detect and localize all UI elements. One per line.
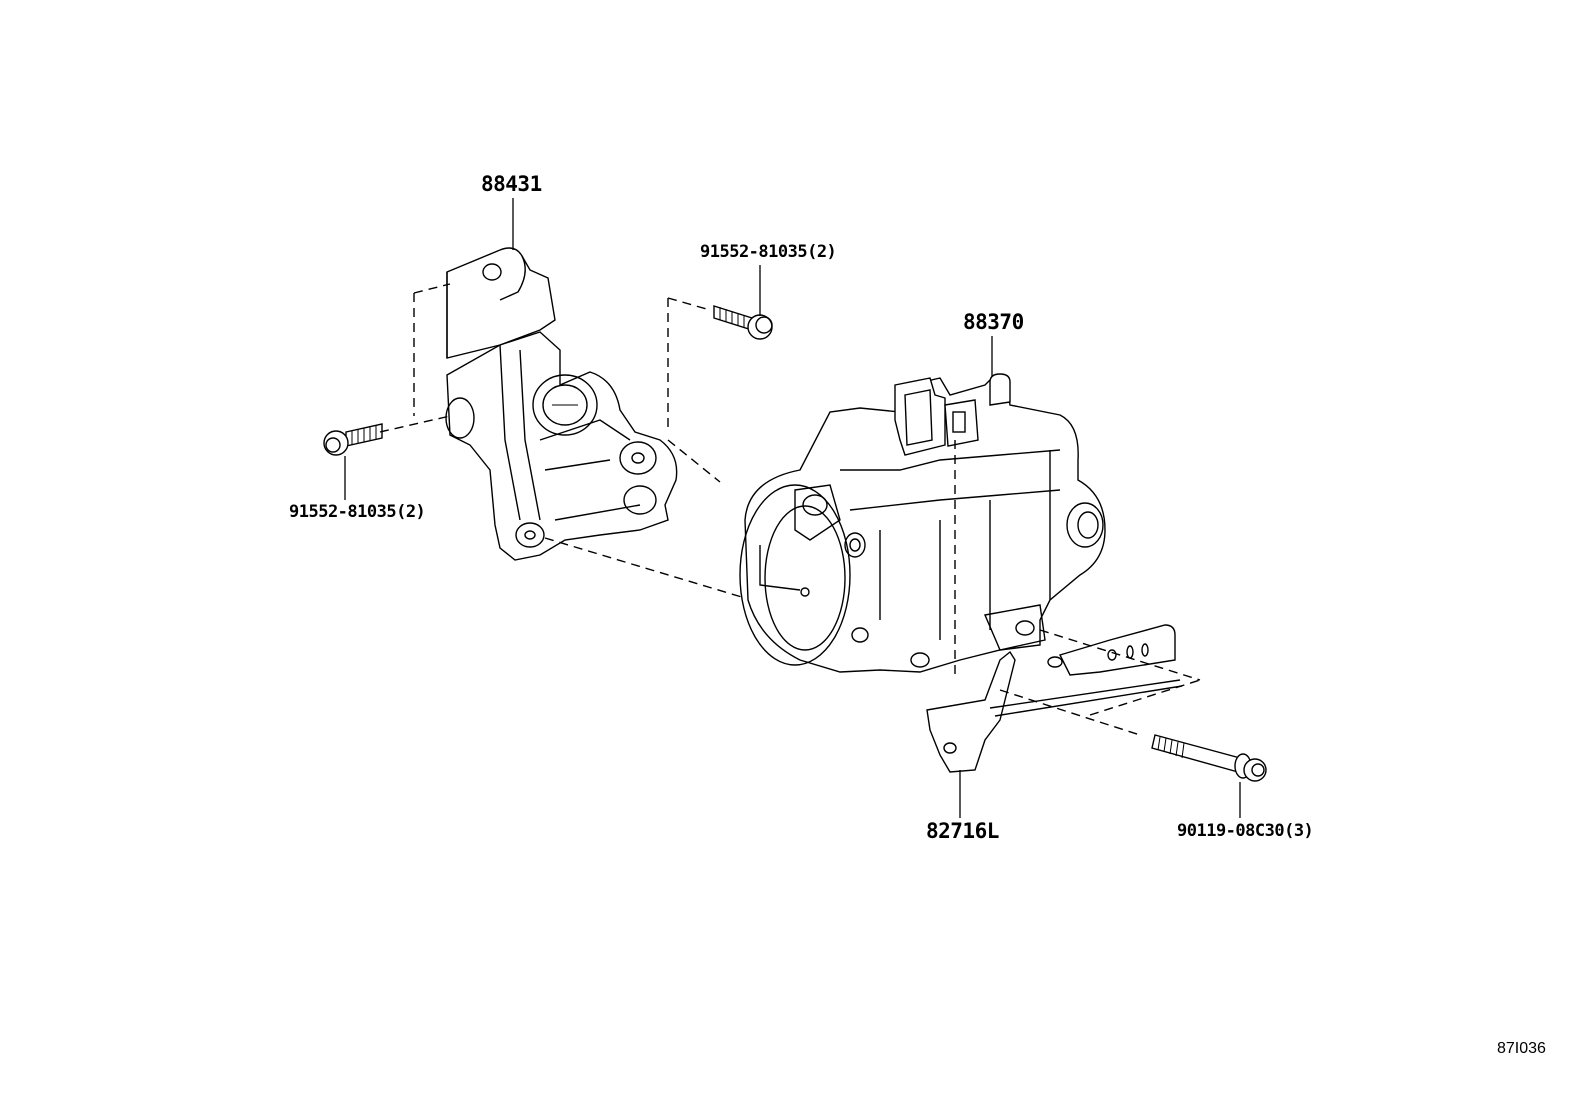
stay-part-number[interactable]: 82716L — [926, 819, 999, 843]
bracket-alignment-lines — [379, 283, 746, 599]
long-bolt-drawing[interactable] — [1151, 734, 1267, 782]
left-bolt-part-number[interactable]: 91552-81035(2) — [289, 502, 426, 522]
compressor-88370-drawing[interactable] — [739, 373, 1106, 675]
figure-code: 87I036 — [1497, 1040, 1546, 1057]
long-bolt-part-number[interactable]: 90119-08C30(3) — [1177, 821, 1314, 841]
left-bolt-drawing[interactable] — [323, 423, 383, 456]
upper-bolt-drawing[interactable] — [713, 305, 773, 340]
upper-bolt-part-number[interactable]: 91552-81035(2) — [700, 242, 837, 262]
bracket-part-number[interactable]: 88431 — [481, 172, 542, 196]
stay-alignment-lines — [999, 629, 1201, 736]
bracket-88431-drawing[interactable] — [445, 247, 678, 561]
leader-lines — [344, 198, 1241, 818]
compressor-part-number[interactable]: 88370 — [963, 310, 1024, 334]
